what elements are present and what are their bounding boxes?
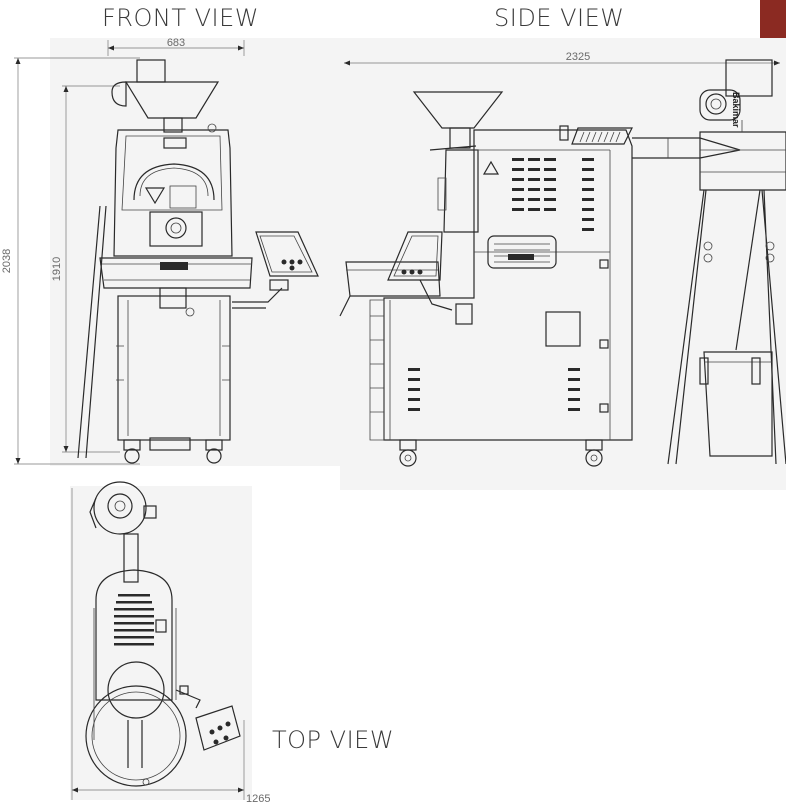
side-length-dimension: 2325	[566, 51, 590, 63]
body-height-dimension: 1910	[51, 257, 63, 281]
top-view-title: TOP VIEW	[272, 726, 395, 754]
front-width-dimension: 683	[167, 37, 185, 49]
total-height-dimension: 2038	[1, 249, 13, 273]
side-view-title: SIDE VIEW	[494, 4, 625, 32]
top-view-panel	[70, 486, 252, 800]
side-view-panel	[340, 38, 786, 490]
brand-accent-block	[760, 0, 786, 40]
side-machine-label: Bakimar	[731, 92, 741, 128]
side-view-drawing	[339, 59, 786, 467]
top-length-dimension: 1265	[246, 793, 270, 805]
top-view-drawing	[71, 481, 245, 800]
front-view-drawing	[14, 40, 319, 465]
front-view-panel	[50, 38, 342, 466]
front-view-title: FRONT VIEW	[102, 4, 260, 32]
